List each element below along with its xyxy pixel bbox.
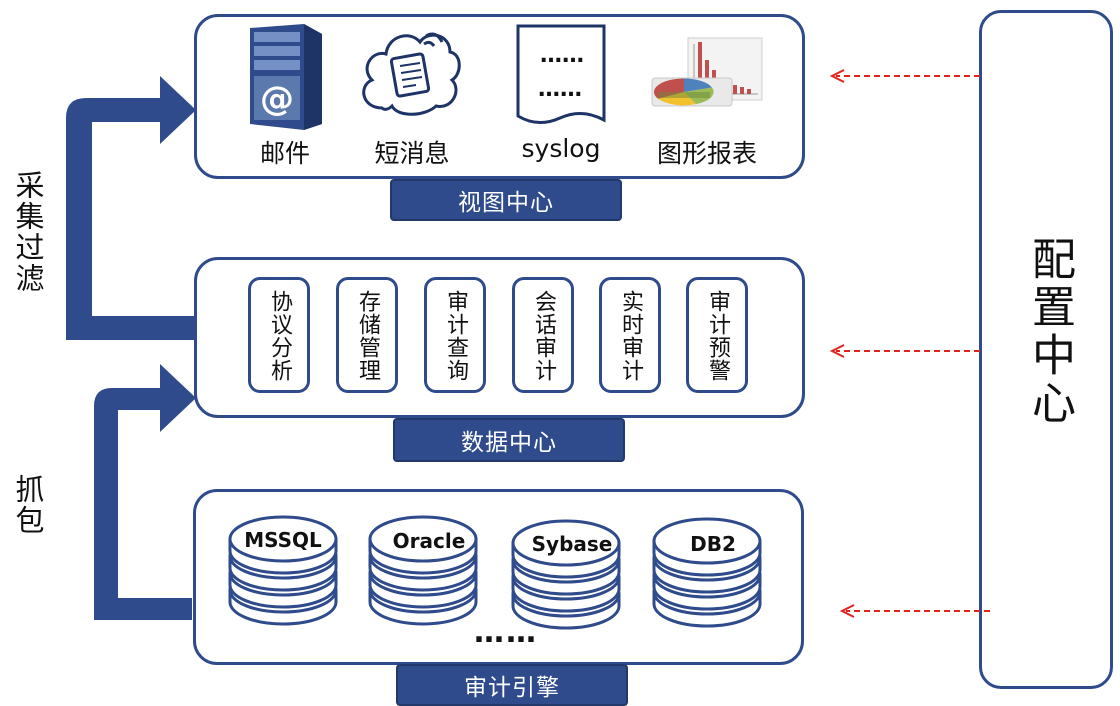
module-audit-alert: 审计预警 [686,277,748,393]
flow-arrows [66,76,196,620]
data-center-banner: 数据中心 [393,418,625,462]
config-arrows [829,69,990,618]
db-layer-top [511,519,621,567]
db-label-mssql: MSSQL [244,528,322,552]
view-item-report-label: 图形报表 [656,139,757,168]
view-item-mail-label: 邮件 [259,139,310,168]
view-item-syslog-label: syslog [521,134,601,163]
db-layer-top [368,515,478,563]
db-stack-oracle [368,515,478,626]
db-layer-top [228,515,338,563]
mail-at-symbol: @ [260,79,294,119]
capture-label: 抓包 [11,474,45,536]
database-stacks [228,515,762,630]
syslog-document-icon: …… …… [516,24,606,124]
collect-filter-label: 采集过滤 [11,170,45,294]
db-stack-db2 [652,517,762,628]
syslog-dots-bottom: …… [538,77,582,102]
config-center-title: 配置中心 [1024,236,1075,428]
db-stack-sybase [511,519,621,630]
syslog-dots-top: …… [540,43,584,68]
view-center-banner: 视图中心 [390,179,622,221]
sms-cloud-icon [362,32,461,116]
config-center-panel [979,10,1113,689]
db-label-oracle: Oracle [392,529,466,553]
db-layer-top [652,517,762,565]
more-databases-ellipsis: …… [474,615,538,650]
db-label-db2: DB2 [690,532,736,556]
capture-arrow [94,364,196,620]
collect-filter-arrow [66,76,196,340]
view-item-sms-label: 短消息 [374,139,450,168]
module-audit-query: 审计查询 [424,277,486,393]
audit-engine-banner: 审计引擎 [396,664,628,706]
module-session-audit: 会话审计 [512,277,574,393]
db-label-sybase: Sybase [531,532,613,556]
module-protocol-analysis: 协议分析 [248,277,310,393]
module-storage-management: 存储管理 [336,277,398,393]
module-realtime-audit: 实时审计 [599,277,661,393]
mail-server-icon: @ [250,24,322,130]
db-stack-mssql [228,515,338,626]
chart-report-icon [651,37,763,107]
